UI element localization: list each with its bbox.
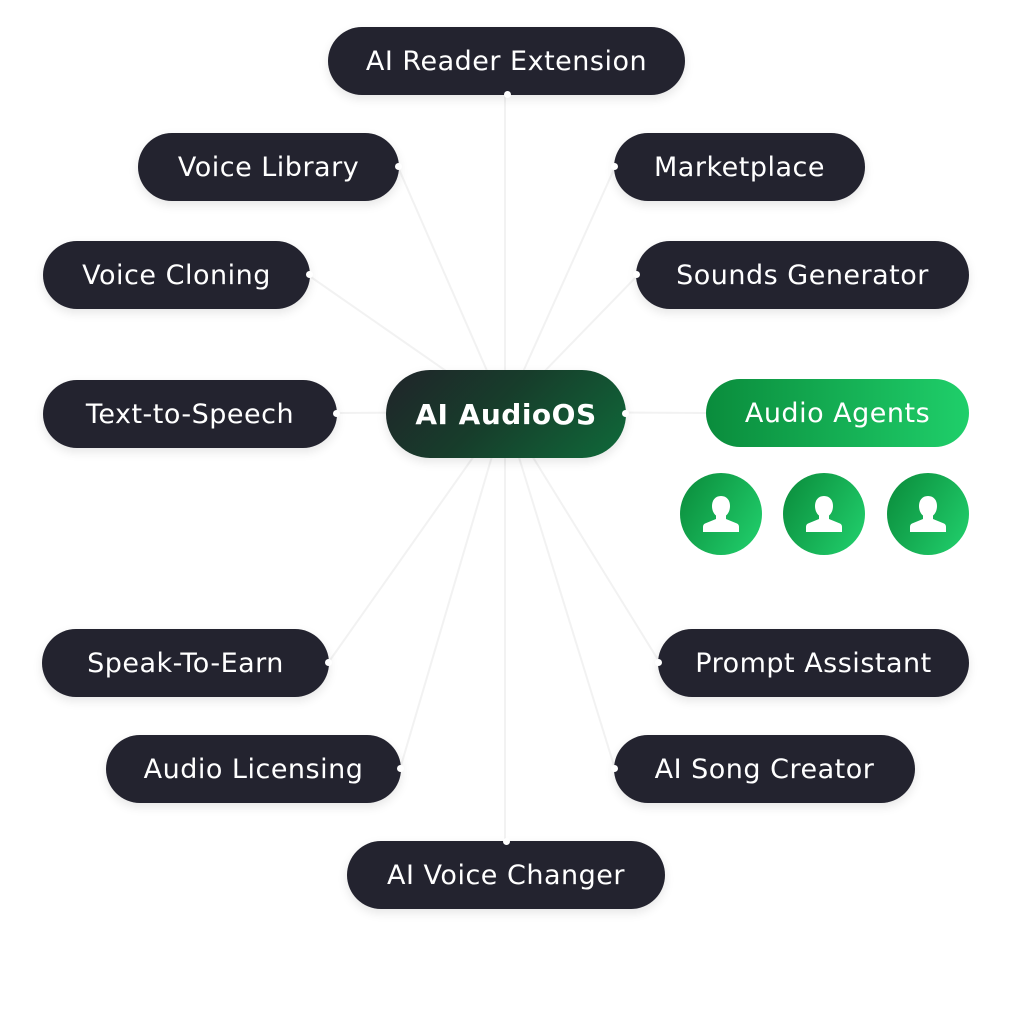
node-audio-agents: Audio Agents [706, 379, 969, 447]
agent-avatar [783, 473, 865, 555]
node-label: AI Reader Extension [365, 45, 648, 77]
connector-dot [503, 838, 510, 845]
node-marketplace: Marketplace [611, 133, 865, 201]
center-label: AI AudioOS [415, 397, 597, 431]
node-sounds-generator: Sounds Generator [633, 241, 969, 309]
user-icon [806, 496, 842, 532]
connector-dot [655, 659, 662, 666]
connector-dot [611, 163, 618, 170]
connector-dot [325, 659, 332, 666]
agent-avatar [887, 473, 969, 555]
node-ai-song-creator: AI Song Creator [611, 735, 915, 803]
node-ai-reader-extension: AI Reader Extension [328, 27, 685, 98]
node-label: AI Voice Changer [387, 859, 625, 891]
node-label: Audio Licensing [143, 753, 364, 785]
connector-dot [622, 410, 629, 417]
connector-dot [395, 163, 402, 170]
node-label: Speak-To-Earn [87, 647, 284, 679]
node-audio-licensing: Audio Licensing [106, 735, 404, 803]
node-label: Sounds Generator [676, 259, 929, 291]
node-text-to-speech: Text-to-Speech [43, 380, 340, 448]
connector-dot [333, 410, 340, 417]
node-prompt-assistant: Prompt Assistant [655, 629, 969, 697]
agent-avatar [680, 473, 762, 555]
node-speak-to-earn: Speak-To-Earn [42, 629, 332, 697]
node-label: AI Song Creator [654, 753, 875, 785]
node-label: Voice Library [177, 151, 360, 183]
connector-dot [611, 765, 618, 772]
node-label: Voice Cloning [82, 259, 271, 291]
connector-dot [633, 271, 640, 278]
user-icon [703, 496, 739, 532]
node-ai-audioos-center: AI AudioOS [386, 370, 629, 458]
connector-audio-licensing [399, 411, 506, 770]
connector-song-creator [504, 411, 616, 770]
node-ai-voice-changer: AI Voice Changer [347, 838, 665, 909]
connector-dot [503, 91, 511, 98]
node-label: Marketplace [654, 151, 825, 183]
node-label: Prompt Assistant [695, 647, 932, 679]
connector-dot [397, 765, 404, 772]
connector-dot [306, 271, 313, 278]
node-label: Audio Agents [744, 397, 931, 429]
user-icon [910, 496, 946, 532]
node-label: Text-to-Speech [85, 398, 295, 430]
node-voice-library: Voice Library [138, 133, 402, 201]
node-voice-cloning: Voice Cloning [43, 241, 313, 309]
